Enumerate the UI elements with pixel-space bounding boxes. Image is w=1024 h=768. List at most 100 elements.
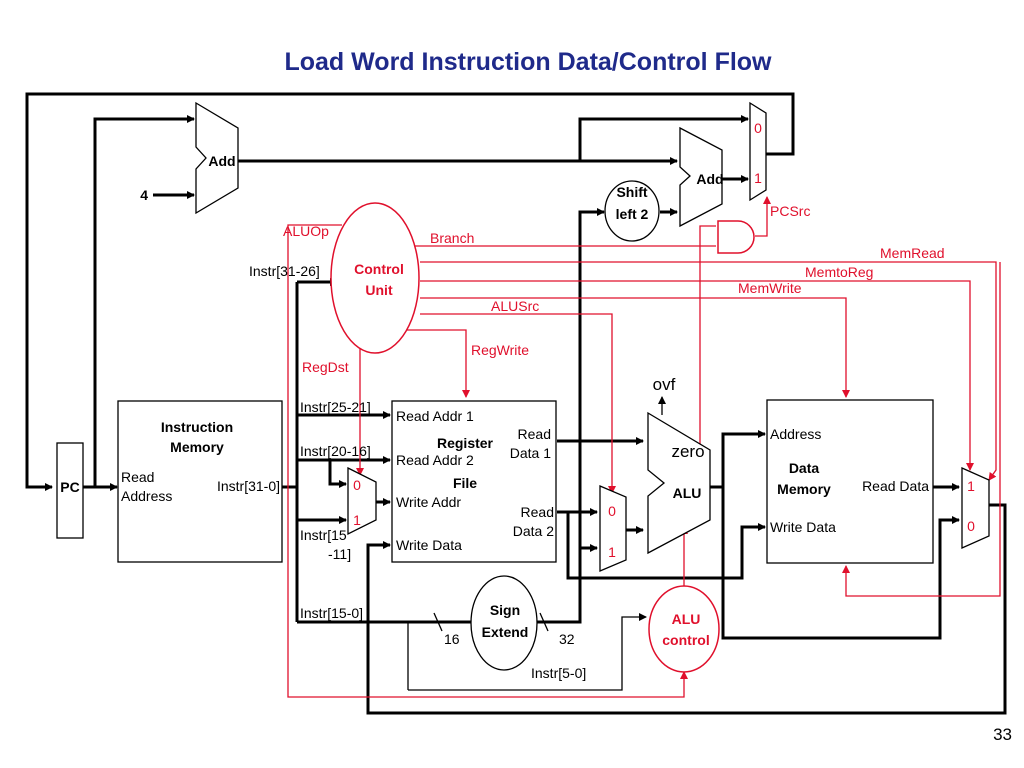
alusrc-mux	[599, 485, 627, 572]
rf-title2: File	[453, 475, 477, 491]
memread-return-wire	[842, 262, 1001, 597]
rf-read-data2-a: Read	[521, 504, 554, 520]
funct-field-label: Instr[5-0]	[531, 665, 586, 681]
rf-write-addr: Write Addr	[396, 494, 461, 510]
rf-write-data: Write Data	[396, 537, 462, 553]
pc-register	[56, 442, 84, 539]
pcsrc-wire	[755, 196, 771, 237]
datapath-wires	[25, 92, 1007, 715]
alu-label: ALU	[673, 485, 702, 501]
sign-extend-line2: Extend	[482, 624, 529, 640]
dmem-address: Address	[770, 426, 821, 442]
regdst-mux-0: 0	[353, 477, 361, 493]
memtoreg-mux-0: 0	[967, 518, 975, 534]
alu	[647, 411, 711, 555]
funct-wire	[408, 613, 647, 691]
alu-control	[648, 585, 720, 673]
regdst-mux-1: 1	[353, 512, 361, 528]
memtoreg-label: MemtoReg	[805, 264, 873, 280]
shift-left-line2: left 2	[616, 206, 649, 222]
rt-field-label: Instr[20-16]	[300, 443, 371, 459]
memtoreg-mux-1: 1	[967, 478, 975, 494]
alusrc-label: ALUSrc	[491, 298, 539, 314]
rf-read-addr2: Read Addr 2	[396, 452, 474, 468]
pcsrc-mux-0: 0	[754, 120, 762, 136]
pc4-to-mux-wire	[578, 115, 749, 161]
rf-read-data1-a: Read	[518, 426, 551, 442]
const4-label: 4	[140, 187, 148, 203]
register-file	[391, 400, 557, 563]
control-input-label: Instr[31-26]	[249, 263, 320, 279]
rf-read-addr1: Read Addr 1	[396, 408, 474, 424]
read-data2-to-dmem-wire	[566, 512, 766, 580]
branch-adder	[679, 126, 723, 228]
alusrc-mux-0: 0	[608, 503, 616, 519]
memread-label: MemRead	[880, 245, 945, 261]
imem-title1: Instruction	[161, 419, 233, 435]
control-unit	[330, 202, 420, 354]
memwrite-wire	[420, 297, 850, 398]
page-title: Load Word Instruction Data/Control Flow	[284, 48, 772, 76]
shift-left-2	[604, 180, 660, 242]
imem-output-label: Instr[31-0]	[217, 478, 280, 494]
branch-adder-label: Add	[696, 171, 723, 187]
aluop-label: ALUOp	[283, 223, 329, 239]
rf-read-data1-b: Data 1	[510, 445, 551, 461]
alusrc-wire	[420, 313, 616, 494]
memtoreg-wire	[420, 280, 974, 471]
regdst-mux	[347, 466, 377, 536]
dmem-read-data: Read Data	[862, 478, 929, 494]
data-memory	[766, 399, 934, 564]
pc-label: PC	[60, 479, 79, 495]
sign-extend-line1: Sign	[490, 602, 520, 618]
signext-out-wire	[536, 208, 605, 624]
dmem-title2: Memory	[777, 481, 831, 497]
pc-adder	[195, 101, 239, 215]
memtoreg-mux	[961, 466, 990, 550]
rt-to-mux-wire	[328, 460, 347, 488]
imem-port-read: Read	[121, 469, 154, 485]
dmem-title1: Data	[789, 460, 820, 476]
alu-zero-label: zero	[671, 442, 704, 461]
bus-width-tick-16	[433, 612, 443, 632]
instruction-memory	[117, 400, 283, 563]
alu-control-line1: ALU	[672, 611, 701, 627]
pc-adder-label: Add	[208, 153, 235, 169]
imm-field-label: Instr[15-0]	[300, 605, 363, 621]
page-number: 33	[993, 725, 1012, 744]
pcsrc-label: PCSrc	[770, 203, 810, 219]
control-unit-line2: Unit	[365, 282, 393, 298]
alu-to-address-wire	[721, 430, 766, 487]
control-wires	[287, 196, 1001, 698]
rd-field-label1: Instr[15	[300, 527, 347, 543]
pc-feedback-wire	[25, 92, 795, 491]
sign-extend	[470, 575, 538, 671]
imem-port-address: Address	[121, 488, 172, 504]
pcsrc-mux-1: 1	[754, 170, 762, 186]
imem-title2: Memory	[170, 439, 224, 455]
memwrite-label: MemWrite	[738, 280, 802, 296]
control-unit-line1: Control	[354, 261, 404, 277]
regdst-label: RegDst	[302, 359, 349, 375]
rf-title1: Register	[437, 435, 494, 451]
alu-bypass-wire	[721, 487, 960, 640]
aluop-wire	[287, 224, 688, 698]
alusrc-mux-1: 1	[608, 544, 616, 560]
pc-to-adder-wire	[93, 115, 195, 487]
rf-read-data2-b: Data 2	[513, 523, 554, 539]
rd-field-label2: -11]	[328, 546, 351, 562]
zero-to-and-wire	[699, 225, 716, 458]
alu-ovf-label: ovf	[653, 375, 676, 394]
writeback-wire	[366, 503, 1007, 715]
sign-extend-out-width: 32	[559, 631, 575, 647]
branch-and-gate	[717, 220, 755, 254]
rs-field-label: Instr[25-21]	[300, 399, 371, 415]
alu-control-line2: control	[662, 632, 709, 648]
regwrite-label: RegWrite	[471, 342, 529, 358]
dmem-write-data: Write Data	[770, 519, 836, 535]
shift-left-line1: Shift	[616, 184, 647, 200]
pcsrc-mux	[749, 101, 767, 202]
memread-wire	[420, 261, 997, 481]
